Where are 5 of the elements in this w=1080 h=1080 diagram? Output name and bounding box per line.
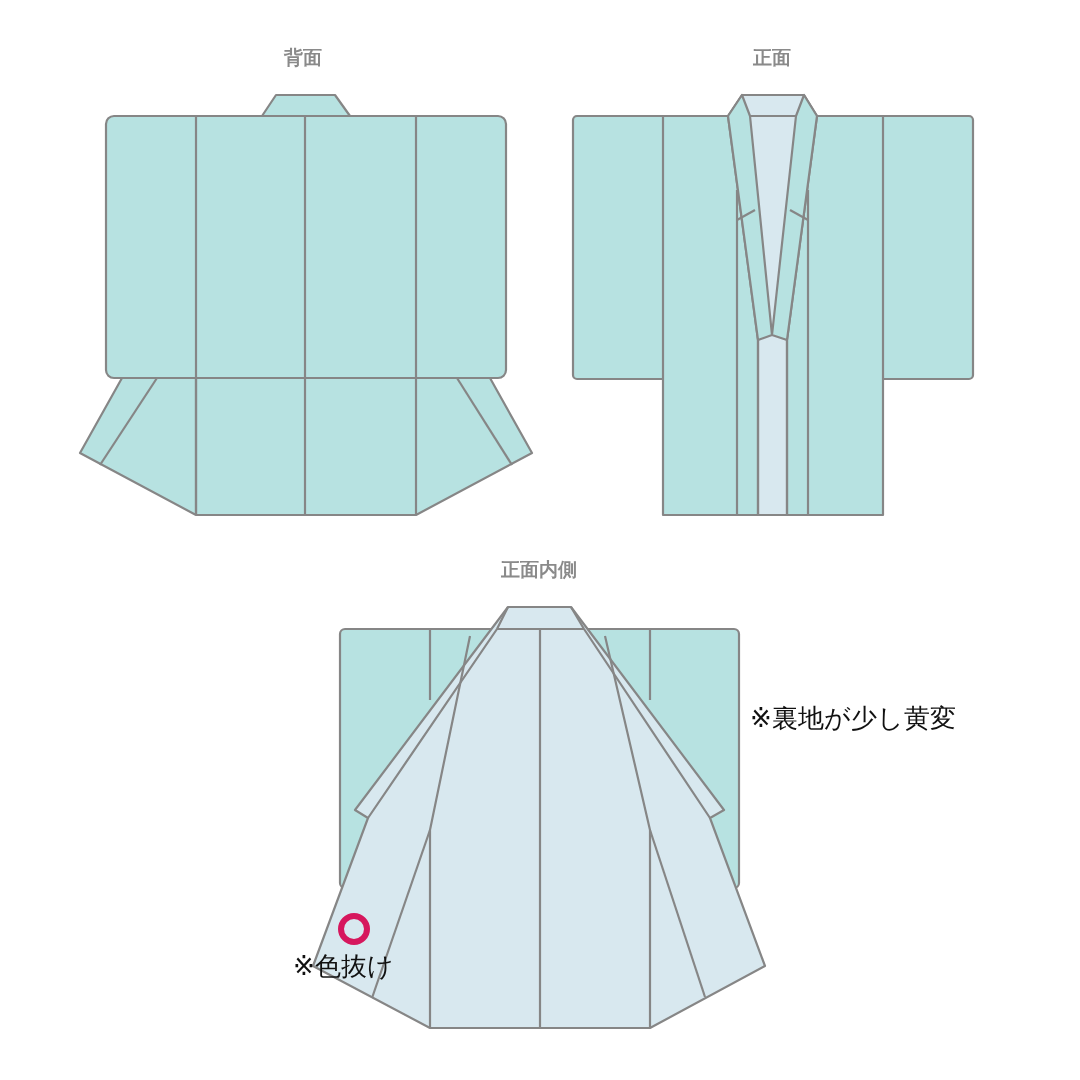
view-heading: 正面: [753, 46, 791, 69]
note-text: ※色抜け: [293, 951, 394, 983]
view-heading: 正面内側: [501, 558, 577, 581]
note-text: ※裏地が少し黄変: [750, 703, 956, 735]
view-heading: 背面: [284, 46, 322, 69]
